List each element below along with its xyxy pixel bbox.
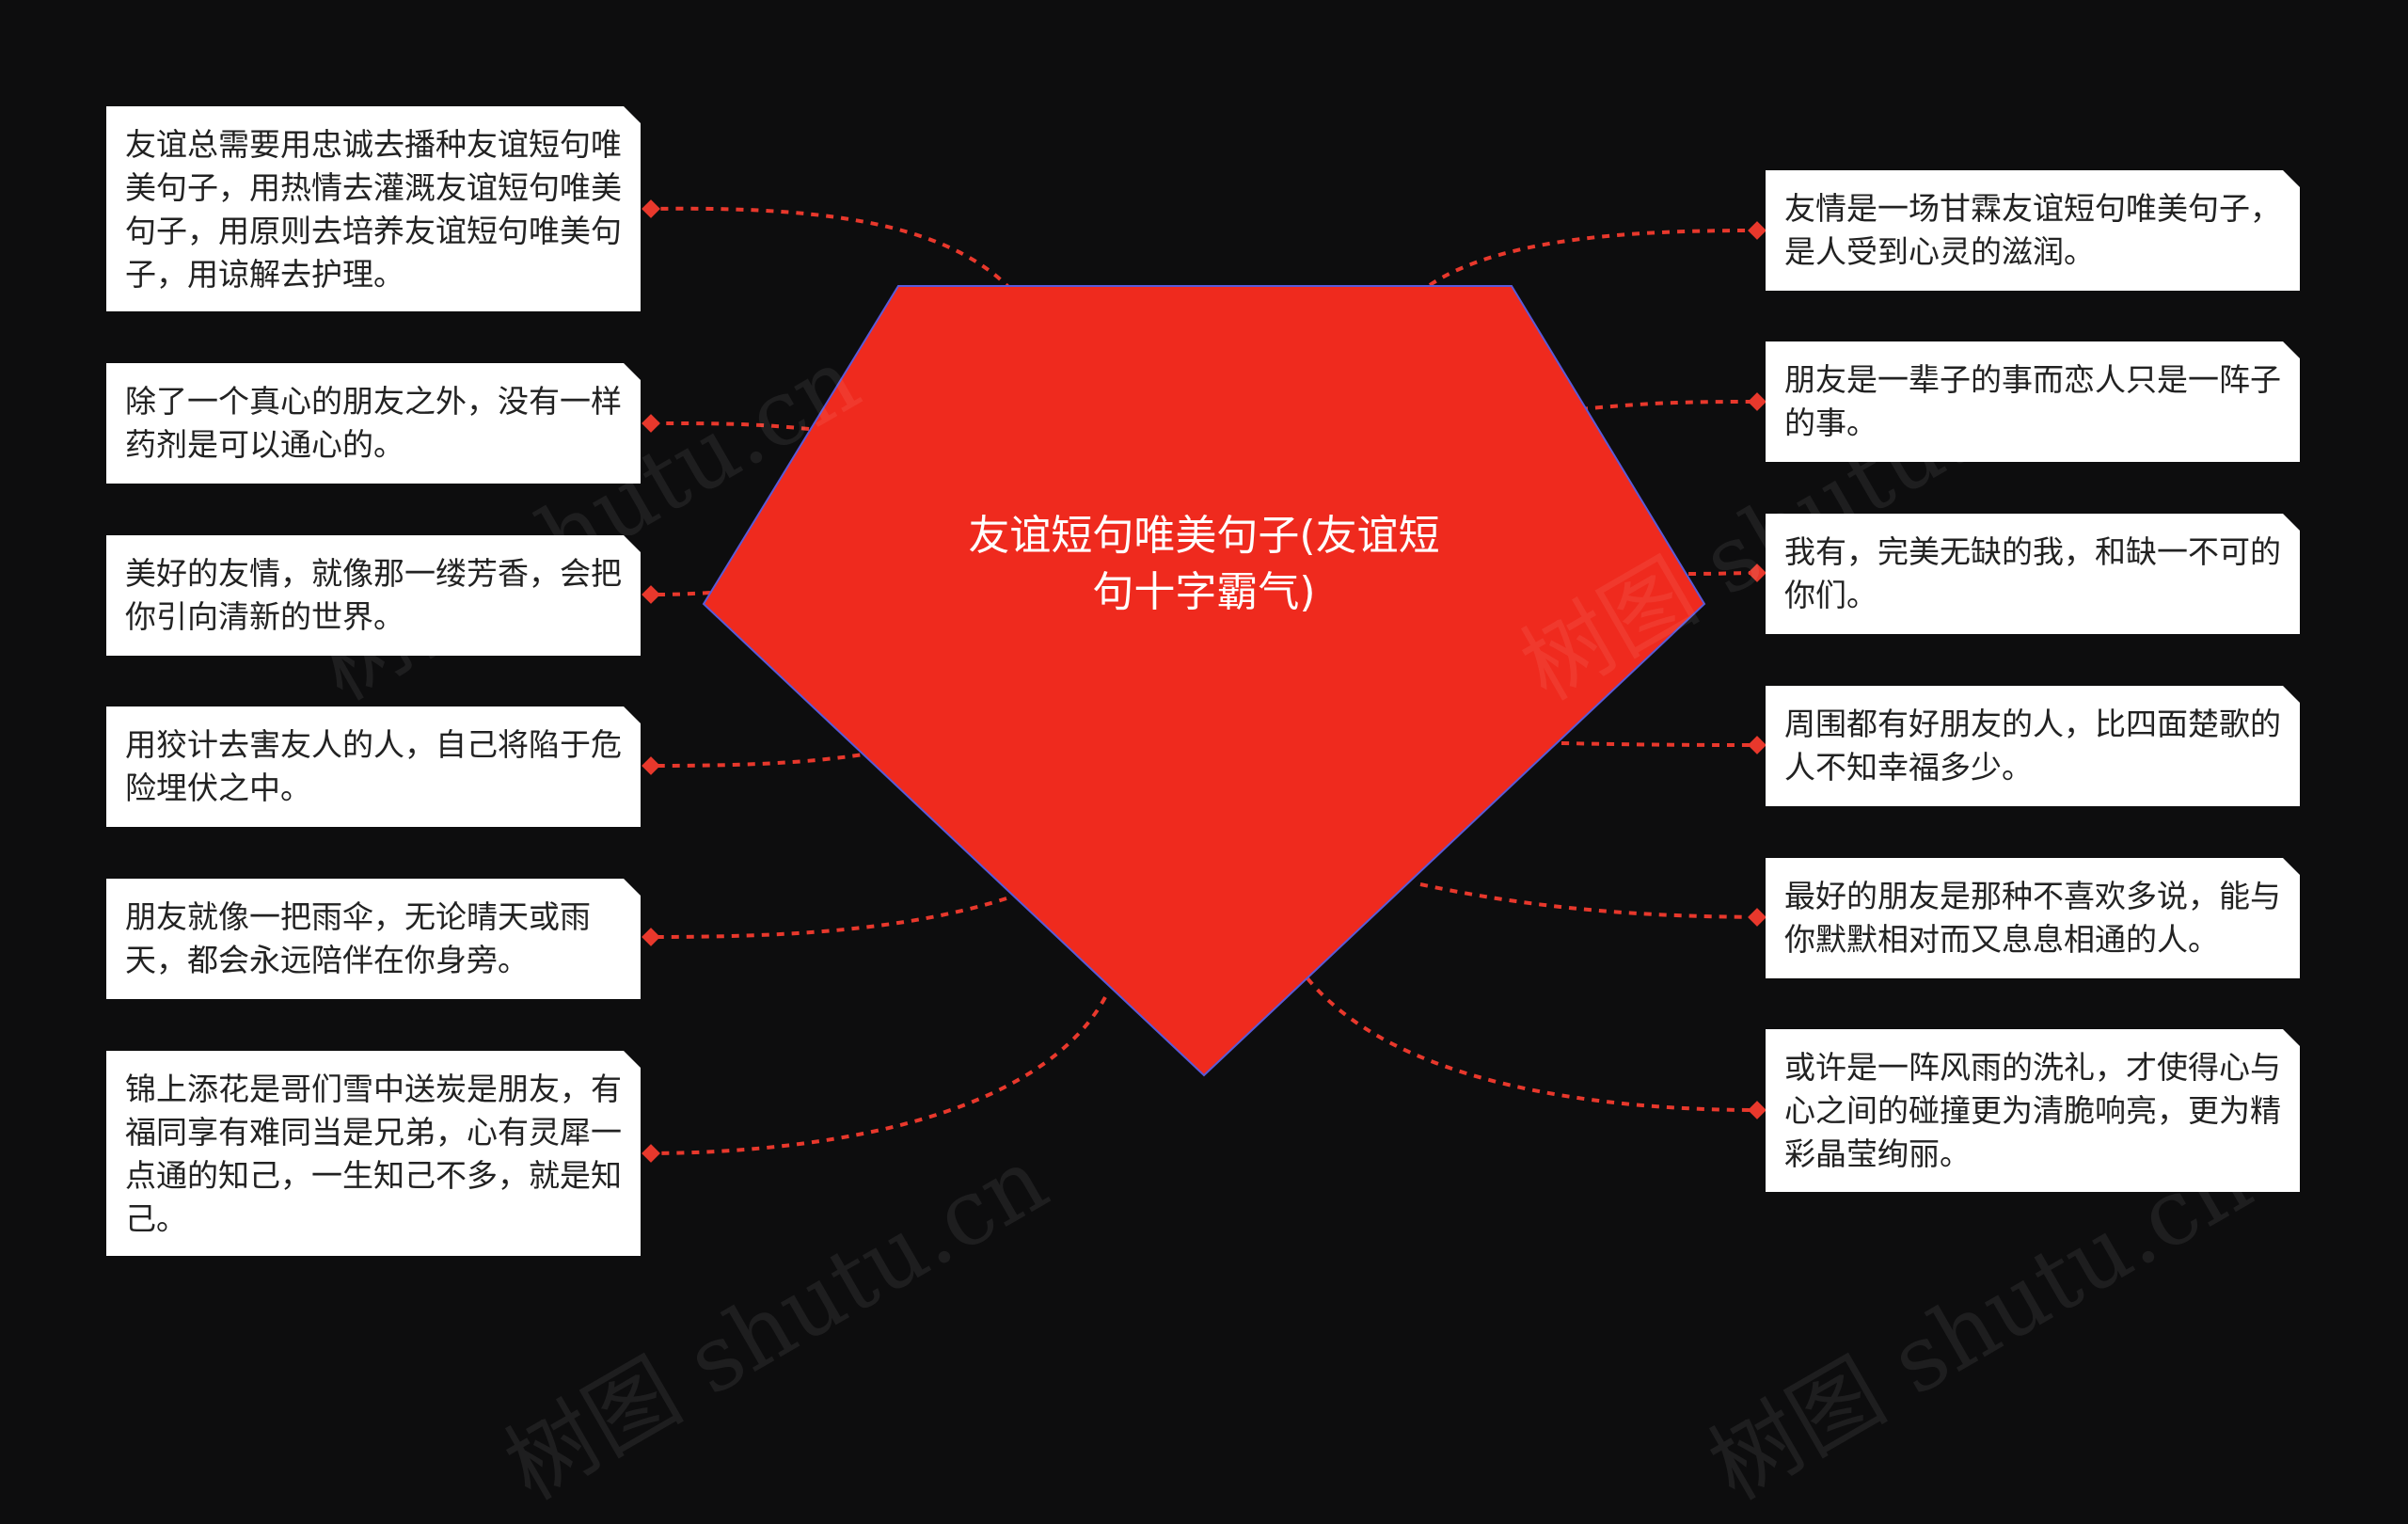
topic-node-left-1[interactable]: 友谊总需要用忠诚去播种友谊短句唯美句子，用热情去灌溉友谊短句唯美句子，用原则去培… [106, 106, 641, 311]
connector-left-2 [650, 421, 810, 431]
connector-right-2 [1579, 400, 1758, 411]
center-topic-label: 友谊短句唯美句子(友谊短句十字霸气) [968, 512, 1440, 616]
connector-right-6 [1306, 976, 1758, 1112]
topic-node-left-2[interactable]: 除了一个真心的朋友之外，没有一样药剂是可以通心的。 [106, 363, 641, 484]
center-pentagon[interactable] [702, 285, 1706, 1077]
endpoint-left-3 [642, 585, 660, 604]
endpoint-left-5 [642, 928, 660, 946]
endpoint-left-2 [642, 414, 660, 433]
topic-node-left-4[interactable]: 用狡计去害友人的人，自己将陷于危险埋伏之中。 [106, 706, 641, 827]
topic-node-right-1[interactable]: 友情是一场甘霖友谊短句唯美句子，是人受到心灵的滋润。 [1766, 170, 2300, 291]
connector-left-4 [650, 751, 876, 768]
endpoint-right-4 [1748, 736, 1766, 754]
connector-left-6 [650, 996, 1107, 1155]
endpoint-right-3 [1748, 564, 1766, 582]
topic-node-right-4[interactable]: 周围都有好朋友的人，比四面楚歌的人不知幸福多少。 [1766, 686, 2300, 806]
connector-left-1 [650, 206, 1013, 292]
topic-node-right-6[interactable]: 或许是一阵风雨的洗礼，才使得心与心之间的碰撞更为清脆响亮，更为精彩晶莹绚丽。 [1766, 1029, 2300, 1192]
topic-node-right-5[interactable]: 最好的朋友是那种不喜欢多说，能与你默默相对而又息息相通的人。 [1766, 858, 2300, 978]
connector-endpoints [642, 199, 1766, 1163]
topic-node-left-3[interactable]: 美好的友情，就像那一缕芳香，会把你引向清新的世界。 [106, 535, 641, 656]
endpoint-right-5 [1748, 908, 1766, 927]
endpoint-right-1 [1748, 221, 1766, 240]
mindmap-canvas [642, 199, 1766, 1163]
connector-right-5 [1419, 882, 1758, 919]
topic-node-left-5[interactable]: 朋友就像一把雨伞，无论晴天或雨天，都会永远陪伴在你身旁。 [106, 879, 641, 999]
endpoint-left-6 [642, 1144, 660, 1163]
endpoint-right-6 [1748, 1101, 1766, 1119]
endpoint-left-4 [642, 756, 660, 775]
connector-left-3 [650, 591, 711, 596]
connector-left-5 [650, 897, 1007, 939]
endpoint-left-1 [642, 199, 660, 218]
topic-node-right-3[interactable]: 我有，完美无缺的我，和缺一不可的你们。 [1766, 514, 2300, 634]
connector-right-1 [1428, 229, 1758, 287]
endpoint-right-2 [1748, 392, 1766, 411]
topic-node-right-2[interactable]: 朋友是一辈子的事而恋人只是一阵子的事。 [1766, 341, 2300, 462]
topic-node-left-6[interactable]: 锦上添花是哥们雪中送炭是朋友，有福同享有难同当是兄弟，心有灵犀一点通的知己，一生… [106, 1051, 641, 1256]
connector-right-3 [1687, 571, 1758, 576]
connector-right-4 [1560, 741, 1758, 747]
